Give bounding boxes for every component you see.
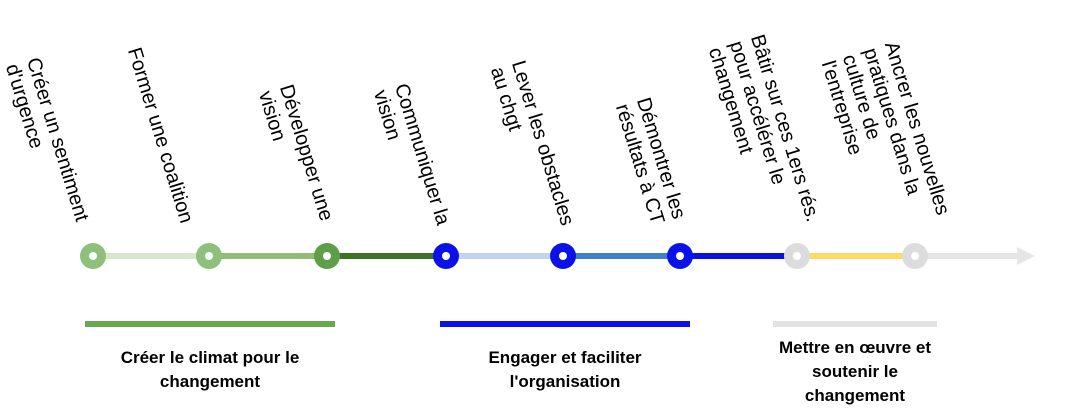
phase-label-engage: Engager et faciliter l'organisation bbox=[440, 346, 690, 394]
phase-label-line: changement bbox=[159, 372, 261, 391]
timeline-node-center-3 bbox=[323, 252, 331, 260]
timeline-node-center-5 bbox=[559, 252, 567, 260]
phase-bar-implement bbox=[773, 321, 937, 327]
timeline-arrow-head bbox=[1017, 247, 1035, 265]
phase-label-implement: Mettre en œuvre et soutenir le changement bbox=[755, 336, 955, 408]
timeline-node-center-7 bbox=[793, 252, 801, 260]
timeline-node-center-2 bbox=[205, 252, 213, 260]
timeline-node-center-4 bbox=[442, 252, 450, 260]
phase-label-climate: Créer le climat pour le changement bbox=[85, 346, 335, 394]
phase-label-line: Créer le climat pour le bbox=[120, 348, 300, 367]
phase-label-line: changement bbox=[804, 386, 906, 405]
phase-label-line: soutenir le bbox=[812, 362, 898, 381]
phase-label-line: Engager et faciliter bbox=[488, 348, 642, 367]
timeline-node-center-6 bbox=[676, 252, 684, 260]
phase-bar-climate bbox=[85, 321, 335, 327]
phase-bar-engage bbox=[440, 321, 690, 327]
phase-label-line: Mettre en œuvre et bbox=[778, 338, 932, 357]
phase-label-line: l'organisation bbox=[509, 372, 621, 391]
timeline-node-center-1 bbox=[89, 252, 97, 260]
timeline-node-center-8 bbox=[911, 252, 919, 260]
